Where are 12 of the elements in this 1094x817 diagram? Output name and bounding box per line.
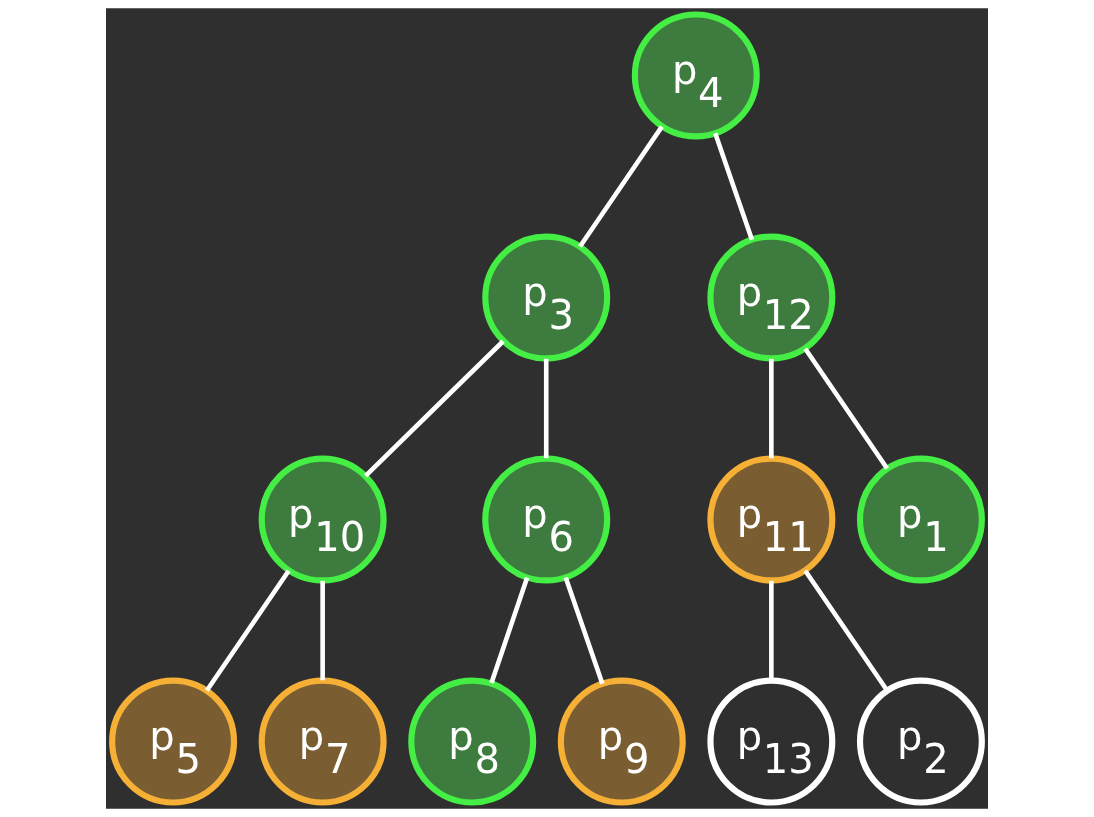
connector xyxy=(204,569,291,692)
connector xyxy=(320,580,325,681)
connector xyxy=(769,358,774,459)
connector xyxy=(713,132,755,241)
connector xyxy=(489,576,530,684)
connector xyxy=(543,358,549,459)
connector xyxy=(803,347,890,470)
connector xyxy=(803,569,890,692)
connector xyxy=(364,339,505,478)
connector xyxy=(563,576,605,685)
connector xyxy=(769,580,774,681)
connector xyxy=(578,125,664,248)
